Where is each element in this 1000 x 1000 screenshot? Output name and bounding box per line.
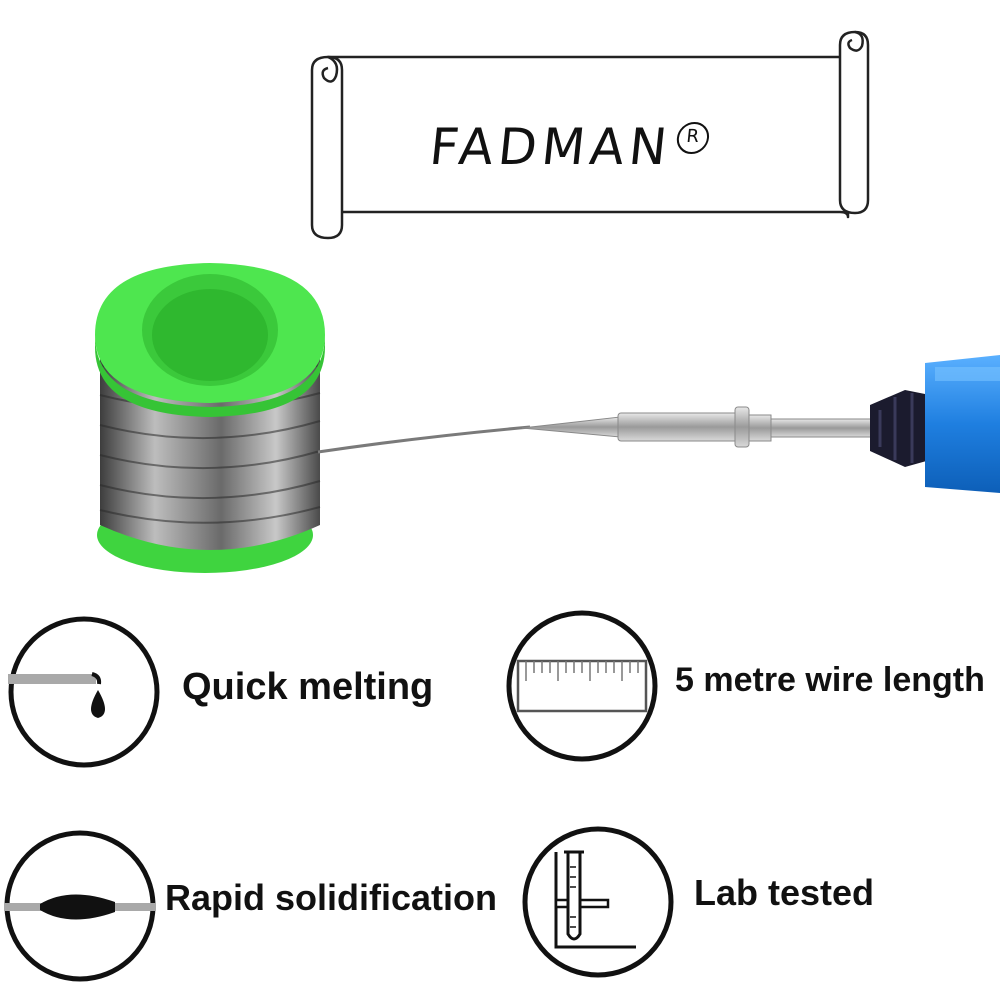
molten-drop-icon (8, 616, 160, 768)
feature-label-lab-tested: Lab tested (694, 872, 875, 913)
brand-scroll-banner (310, 30, 870, 240)
test-tube-icon (522, 826, 674, 978)
feature-label-quick-melting: Quick melting (182, 666, 434, 708)
iron-handle (925, 355, 1000, 493)
feature-label-rapid-solidification: Rapid solidification (165, 877, 498, 918)
solidified-joint-icon (4, 830, 156, 982)
registered-mark: R (674, 122, 711, 154)
solder-wire-strand (317, 425, 531, 454)
product-image (95, 263, 1000, 573)
ruler-icon (506, 610, 658, 762)
feature-label-wire-length: 5 metre wire length (675, 661, 985, 699)
iron-tip (521, 416, 621, 438)
iron-nut (870, 390, 930, 467)
brand-name: FADMAN (426, 118, 675, 176)
